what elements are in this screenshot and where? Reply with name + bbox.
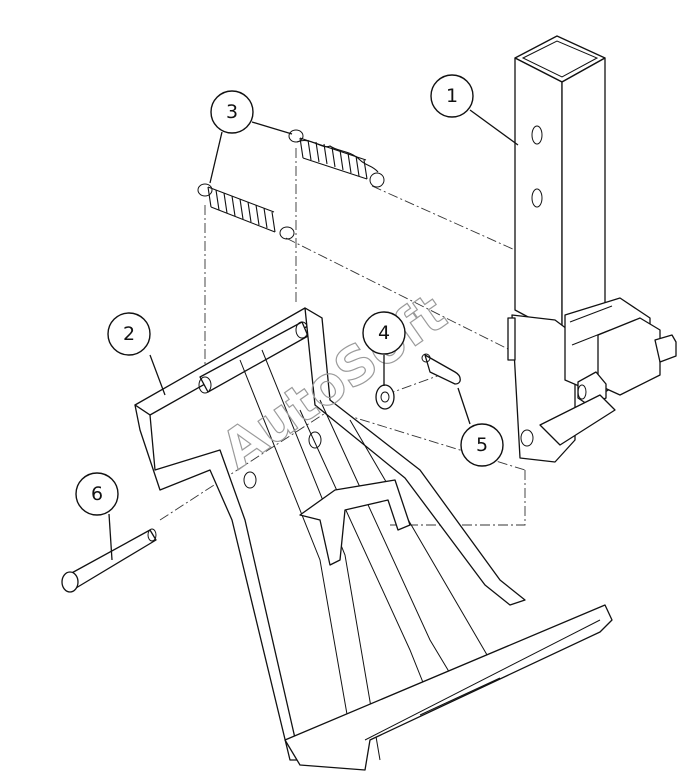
spring-upper [288, 129, 385, 188]
callout-3-label: 3 [226, 101, 238, 123]
callout-6: 6 [75, 472, 119, 516]
callout-2: 2 [107, 312, 151, 356]
part-4-washer [375, 384, 395, 410]
part-2-foot-frame [134, 307, 613, 771]
callout-4: 4 [362, 311, 406, 355]
part-5-cotter-pin [421, 353, 461, 385]
callout-1: 1 [430, 74, 474, 118]
callout-6-label: 6 [91, 483, 103, 505]
leader-lines [108, 109, 519, 561]
spring-lower [197, 183, 295, 240]
callout-5-label: 5 [476, 434, 488, 456]
callout-3: 3 [210, 90, 254, 134]
callout-1-label: 1 [446, 85, 458, 107]
callout-5: 5 [460, 423, 504, 467]
part-1-post-assembly [507, 35, 677, 463]
part-6-clevis-pin [61, 528, 157, 593]
part-3-springs [197, 129, 385, 240]
callout-4-label: 4 [378, 322, 390, 344]
callout-2-label: 2 [123, 323, 135, 345]
